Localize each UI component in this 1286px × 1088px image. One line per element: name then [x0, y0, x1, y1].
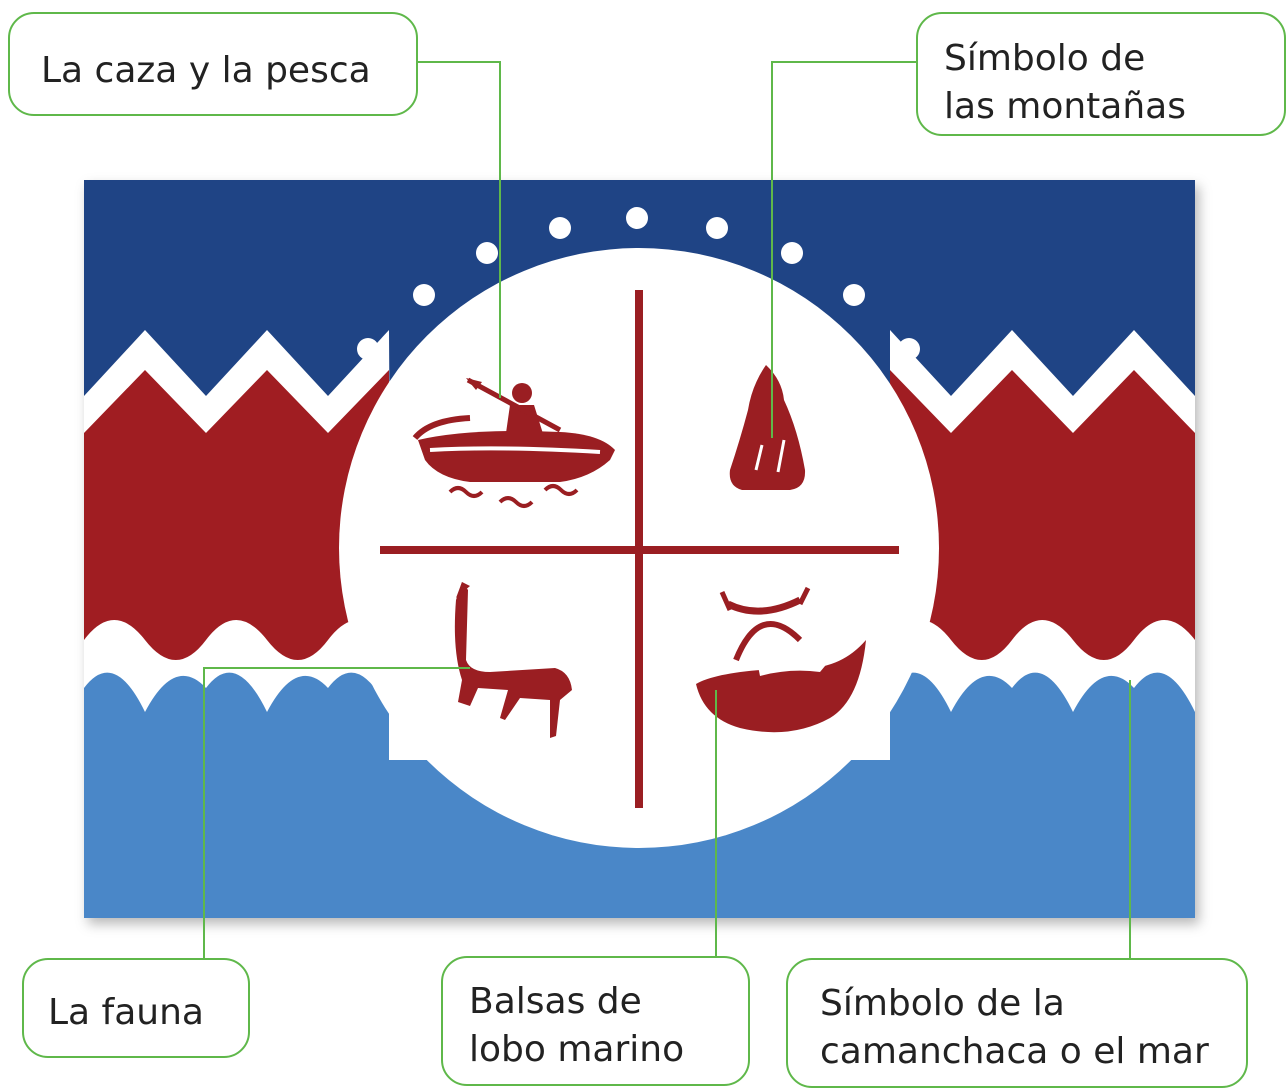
callout-rafts-line-1: Balsas de — [469, 981, 642, 1022]
callout-sea: Símbolo de la camanchaca o el mar — [786, 958, 1248, 1088]
leader-lines — [203, 61, 1131, 958]
callout-fauna-line-1: La fauna — [48, 992, 204, 1033]
mountain-icon — [729, 365, 806, 490]
callout-sea-line-1: Símbolo de la — [820, 983, 1065, 1024]
dots-arc — [357, 207, 920, 360]
sea-wave-band — [84, 672, 389, 918]
callout-mountains-line-1: Símbolo de — [944, 38, 1146, 79]
callout-mountains: Símbolo de las montañas — [916, 12, 1286, 136]
kayak-hunter-icon — [412, 377, 615, 508]
callout-hunting-fishing: La caza y la pesca — [8, 12, 418, 116]
sea-lion-raft-icon — [696, 586, 866, 733]
red-zigzag-band — [84, 370, 390, 660]
flag — [84, 180, 1195, 918]
leader-line-fauna — [203, 667, 470, 958]
callout-rafts-line-2: lobo marino — [469, 1029, 685, 1070]
callout-sea-line-2: camanchaca o el mar — [820, 1031, 1209, 1072]
callout-fauna: La fauna — [22, 958, 250, 1058]
callout-mountains-line-2: las montañas — [944, 86, 1186, 127]
leader-line-hunting — [418, 61, 501, 398]
callout-hunting-fishing-line-1: La caza y la pesca — [41, 50, 371, 91]
red-cross — [380, 290, 899, 808]
llama-icon — [454, 582, 572, 738]
leader-line-mountains — [771, 61, 916, 438]
callout-rafts: Balsas de lobo marino — [441, 956, 750, 1086]
